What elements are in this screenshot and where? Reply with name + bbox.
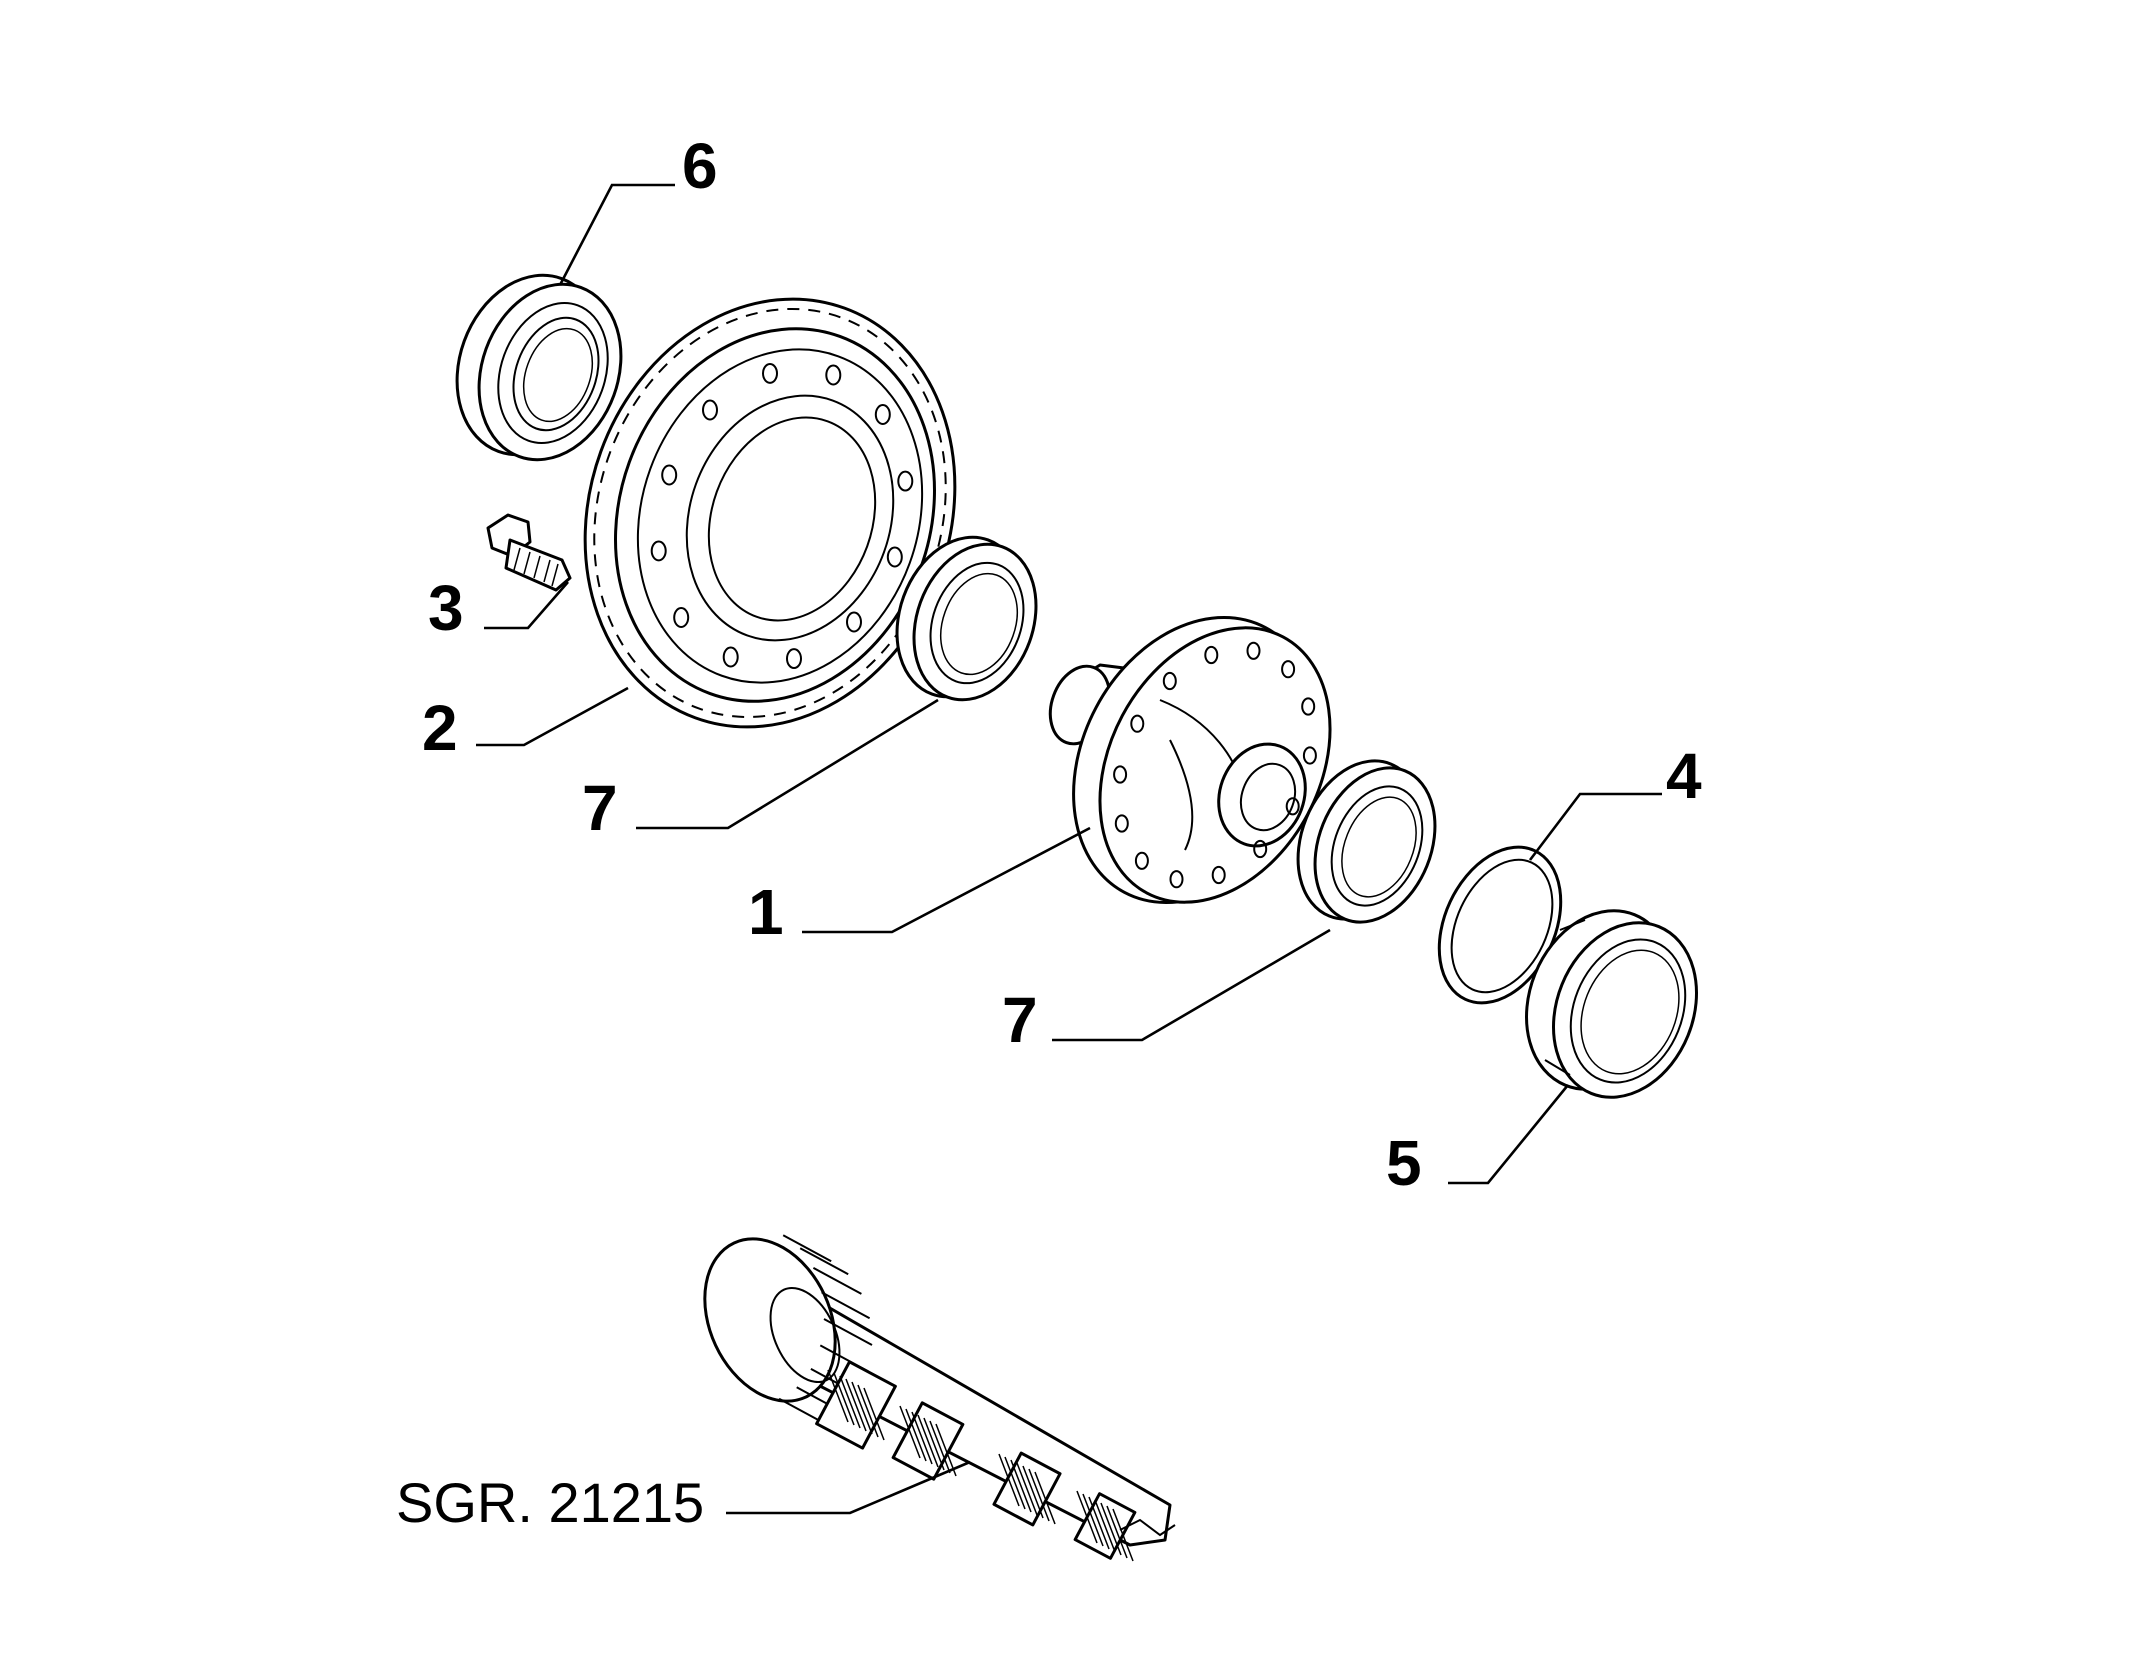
spline-line [929,1420,951,1474]
spline-line [905,1408,927,1462]
housing-bolt-holes [1113,641,1317,889]
spline-line [935,1423,957,1477]
housing-bolt-hole [1253,839,1268,859]
spline-line [1094,1499,1116,1553]
housing-bolt-hole [1285,797,1300,816]
shaft-splines [827,1369,1134,1562]
spline-line [1004,1456,1026,1510]
gear-bolt-hole [673,607,690,628]
ring-gear-part-2 [583,297,957,729]
gear-bolt-hole [897,470,914,492]
spline-line [1010,1459,1032,1513]
spline-line [911,1411,933,1465]
spline-line [1100,1502,1122,1556]
pinion-tooth [782,1234,832,1263]
callout-4: 4 [1666,740,1702,812]
housing-bolt-hole [1301,697,1316,716]
housing-bolt-hole [1211,865,1226,885]
housing-bolt-hole [1130,714,1145,733]
housing-bolt-hole [1169,870,1184,889]
leader-3 [484,581,569,630]
housing-bolt-hole [1302,746,1317,765]
spline-line [851,1381,873,1435]
gear-bolt-hole [762,362,778,384]
pinion-tooth [799,1247,849,1276]
spline-line [857,1384,879,1438]
spline-line [1016,1462,1038,1516]
gear-bolt-hole [886,546,903,568]
spline-line [1106,1505,1128,1559]
housing-bolt-hole [1162,671,1177,691]
callout-ref: SGR. 21215 [396,1471,704,1534]
leader-lines [476,183,1662,1515]
gear-bolt-hole [702,399,718,421]
bearing-part-7-lower [1296,759,1437,924]
housing-bolt-hole [1246,641,1261,660]
leader-6 [558,183,675,286]
callout-7-lower: 7 [1002,984,1038,1056]
callout-5: 5 [1386,1127,1422,1199]
leader-ref [726,1460,971,1515]
spline-line [998,1453,1020,1507]
gear-bolt-holes [650,362,914,670]
housing-bolt-hole [1113,765,1128,784]
spline-line [1034,1471,1056,1525]
gear-bolt-hole [874,404,891,425]
spline-line [863,1387,885,1441]
callout-1: 1 [748,876,784,948]
pinion-shaft [703,1234,1176,1562]
housing-bolt-hole [1114,814,1129,833]
leader-7-lower [1052,928,1331,1042]
bolt-part-3 [486,513,572,592]
spline-line [1088,1496,1110,1550]
housing-bolt-hole [1134,851,1149,870]
gear-bolt-hole [722,646,739,668]
spline-line [899,1405,921,1459]
spline-line [923,1417,945,1471]
spline-line [1082,1493,1104,1547]
spline-line [1112,1508,1134,1562]
leader-5 [1448,1084,1570,1185]
spline-line [833,1372,855,1426]
leader-4 [1528,792,1662,861]
leader-7-upper [636,698,939,830]
differential-housing-part-1 [1048,616,1332,904]
spline-line [845,1378,867,1432]
spline-line [1022,1465,1044,1519]
seal-part-5 [1525,909,1698,1099]
spline-line [917,1414,939,1468]
spline-line [1076,1490,1098,1544]
leader-1 [802,826,1091,934]
spline-line [1028,1468,1050,1522]
pinion-tooth [812,1267,862,1295]
leader-2 [476,686,629,747]
gear-bolt-hole [786,648,802,670]
callout-2: 2 [422,692,458,764]
gear-bolt-hole [846,611,862,633]
callout-7-upper: 7 [582,772,618,844]
gear-bolt-hole [825,364,842,386]
callout-labels: 6 3 2 7 1 4 7 5 SGR. 21215 [396,130,1702,1534]
gear-bolt-hole [661,464,678,486]
gear-bolt-hole [650,540,667,562]
callout-3: 3 [428,572,464,644]
bearing-part-7-upper [895,535,1038,702]
housing-bolt-hole [1204,645,1219,665]
callout-6: 6 [682,130,718,202]
spline-line [827,1369,849,1423]
spline-line [839,1375,861,1429]
seal-part-6 [455,273,623,462]
pinion-tooth [821,1291,871,1320]
housing-bolt-hole [1281,660,1296,679]
